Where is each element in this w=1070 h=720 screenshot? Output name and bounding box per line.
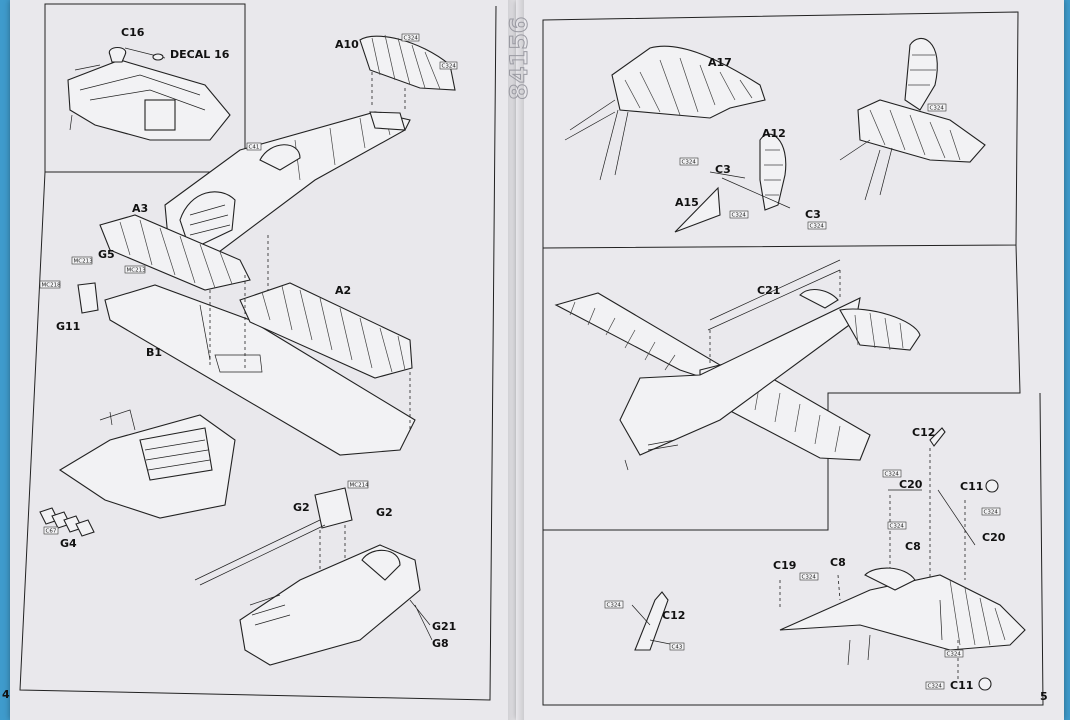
exhaust-g4-drawing	[39, 507, 95, 537]
tag-c324-1: C324	[682, 160, 697, 166]
callout-c8-left: C8	[830, 556, 846, 569]
engine-detail-drawing	[58, 409, 236, 519]
right-page-number: 5	[1040, 690, 1048, 703]
tag-mc213-a: MC213	[74, 259, 94, 265]
tag-c324-8: C324	[984, 510, 999, 516]
callout-c20-right: C20	[982, 531, 1006, 544]
callout-g2-left: G2	[293, 501, 310, 514]
tag-c324-3: C324	[810, 224, 825, 230]
tag-c324-a10: C324	[404, 36, 419, 42]
callout-decal-16: DECAL 16	[170, 48, 230, 61]
tag-c324-9: C324	[802, 575, 817, 581]
tag-c324-a10b: C324	[442, 64, 457, 70]
cockpit-detail-drawing	[67, 46, 231, 141]
tail-assembly-drawing	[839, 37, 986, 201]
upper-wing-a3-drawing	[99, 214, 251, 291]
tailplane-a17-drawing	[564, 45, 766, 181]
callout-g8: G8	[432, 637, 449, 650]
callout-a15: A15	[675, 196, 699, 209]
callout-c20-left: C20	[899, 478, 923, 491]
callout-g11: G11	[56, 320, 80, 333]
callout-c11-bottom: C11	[950, 679, 973, 692]
rudder-a12-drawing	[674, 133, 791, 233]
callout-g4: G4	[60, 537, 77, 550]
left-page-frame	[19, 5, 497, 701]
callout-c19: C19	[773, 559, 796, 572]
c12-detail-drawing	[631, 591, 676, 651]
callout-a10: A10	[335, 38, 359, 51]
callout-g2-right: G2	[376, 506, 393, 519]
callout-g5: G5	[98, 248, 115, 261]
tag-c324-10: C324	[947, 652, 962, 658]
c11-circle-bottom	[978, 677, 992, 691]
tag-c43: C43	[672, 645, 683, 651]
wing-a2-drawing	[209, 235, 413, 430]
callout-c12-top: C12	[912, 426, 935, 439]
tag-mc214: MC214	[350, 483, 370, 489]
callout-a17: A17	[708, 56, 732, 69]
c11-circle-top	[985, 479, 999, 493]
callout-c16: C16	[121, 26, 145, 39]
callout-c21: C21	[757, 284, 780, 297]
callout-b1: B1	[146, 346, 162, 359]
tailplane-a10-drawing	[359, 34, 456, 110]
right-middle-frame	[542, 244, 1021, 531]
inset-frame-cockpit	[44, 3, 246, 173]
tag-mc218: MC218	[42, 283, 62, 289]
callout-c12-detail: C12	[662, 609, 685, 622]
tag-c324-11: C324	[928, 684, 943, 690]
callout-a3: A3	[132, 202, 148, 215]
tag-c67: C67	[46, 529, 57, 535]
page-fold-shadow	[508, 0, 524, 720]
callout-c3-top: C3	[715, 163, 731, 176]
tag-c324-4: C324	[930, 106, 945, 112]
tag-c324-2: C324	[732, 213, 747, 219]
tag-c41: C41	[249, 145, 260, 151]
callout-c3-bottom: C3	[805, 208, 821, 221]
kit-number: 84156	[505, 17, 533, 101]
part-g11-drawing	[77, 282, 99, 314]
left-page-number: 4	[2, 688, 10, 701]
callout-a2: A2	[335, 284, 351, 297]
callout-a12: A12	[762, 127, 786, 140]
fuselage-nose-drawing	[239, 544, 433, 666]
tag-c324-6: C324	[885, 472, 900, 478]
tag-mc213-b: MC213	[127, 268, 147, 274]
guns-g2-drawing	[194, 487, 353, 586]
tail-struts-drawing	[779, 427, 1026, 680]
right-bottom-frame	[542, 392, 1044, 706]
callout-g21: G21	[432, 620, 456, 633]
tag-c324-7: C324	[890, 524, 905, 530]
tag-c324-5: C324	[607, 603, 622, 609]
airframe-drawing	[554, 259, 921, 471]
callout-c8-right: C8	[905, 540, 921, 553]
callout-c11-top: C11	[960, 480, 983, 493]
fuselage-drawing-top	[164, 111, 411, 261]
